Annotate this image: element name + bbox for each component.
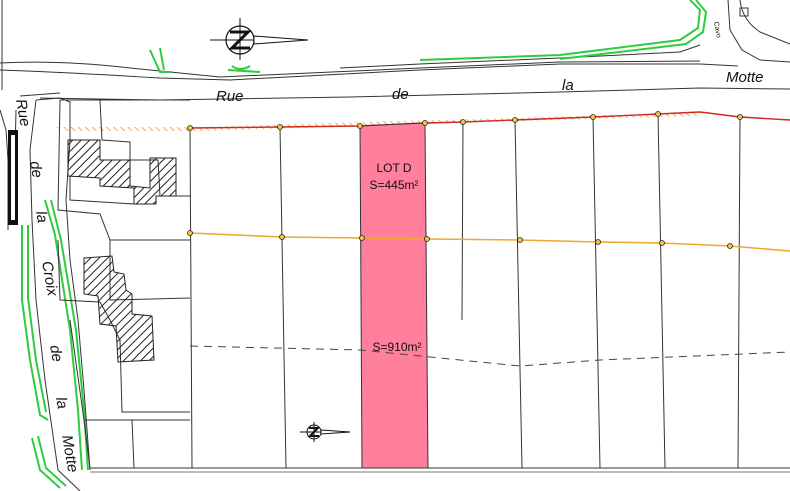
north-street-word-1: Rue bbox=[216, 88, 244, 105]
survey-marker-icon bbox=[737, 114, 743, 120]
corner-street-label: Cavo bbox=[712, 21, 722, 38]
survey-marker-icon bbox=[659, 240, 665, 246]
west-street-word-4: Croix bbox=[38, 260, 61, 298]
survey-marker-icon bbox=[517, 237, 523, 243]
survey-marker-icon bbox=[279, 234, 285, 240]
west-street-edges bbox=[0, 0, 91, 491]
survey-marker-icon bbox=[595, 239, 601, 245]
survey-marker-icon bbox=[727, 243, 733, 249]
north-arrow-icon bbox=[210, 18, 309, 70]
survey-markers bbox=[187, 111, 743, 249]
survey-marker-icon bbox=[359, 235, 365, 241]
west-street-word-3: la bbox=[32, 210, 51, 224]
north-street-word-4: Motte bbox=[726, 69, 764, 86]
survey-marker-icon bbox=[655, 111, 661, 117]
west-street-word-7: Motte bbox=[58, 434, 81, 474]
lot-name-label: LOT D bbox=[376, 161, 411, 175]
survey-marker-icon bbox=[590, 114, 596, 120]
dashed-line bbox=[189, 345, 790, 367]
survey-marker-icon bbox=[460, 119, 466, 125]
survey-marker-icon bbox=[422, 120, 428, 126]
west-street-word-5: de bbox=[46, 344, 66, 363]
north-street-word-2: de bbox=[392, 86, 409, 103]
survey-marker-icon bbox=[187, 230, 193, 236]
west-street-word-2: de bbox=[26, 160, 46, 179]
north-arrow-icon bbox=[300, 422, 351, 442]
west-street-word-1: Rue bbox=[12, 98, 34, 128]
north-street-word-3: la bbox=[562, 77, 574, 94]
corner-curve bbox=[727, 0, 790, 63]
survey-marker-icon bbox=[277, 124, 283, 130]
survey-marker-icon bbox=[512, 117, 518, 123]
survey-marker-icon bbox=[357, 123, 363, 129]
lot-total-area-label: S=910m² bbox=[372, 340, 421, 354]
survey-marker-icon bbox=[424, 236, 430, 242]
neighbour-buildings bbox=[67, 139, 177, 363]
setback-strip bbox=[55, 112, 700, 131]
survey-marker-icon bbox=[187, 125, 193, 131]
west-street-word-6: la bbox=[52, 396, 71, 410]
lot-front-area-label: S=445m² bbox=[369, 178, 418, 192]
parcel-lines bbox=[90, 113, 790, 473]
